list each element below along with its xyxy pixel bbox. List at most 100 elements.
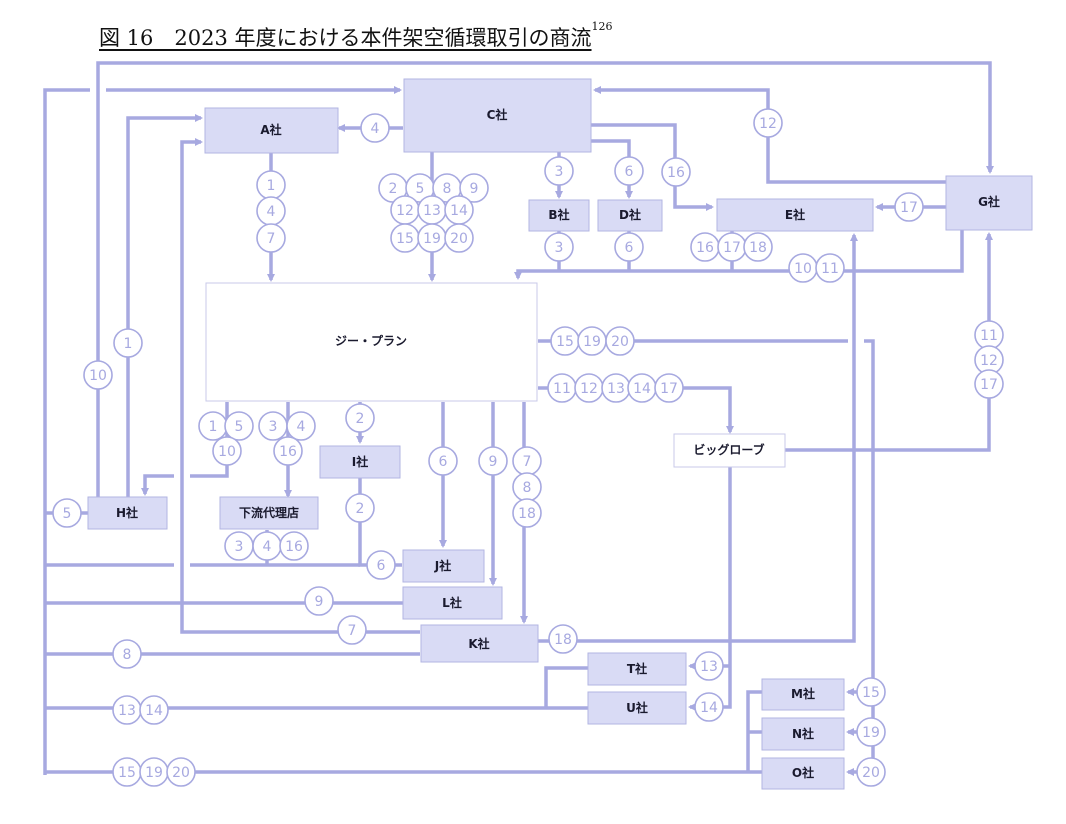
node-c[interactable]: C社 bbox=[403, 78, 592, 153]
circle-shape bbox=[444, 223, 474, 253]
node-m[interactable]: M社 bbox=[761, 678, 845, 711]
node-b-label: B社 bbox=[548, 207, 569, 222]
line-left-trunk-to-c bbox=[43, 90, 400, 775]
circle-number: 15 bbox=[118, 765, 136, 781]
transaction-circle-c-gp-bg-13: 13 bbox=[601, 373, 631, 403]
circle-number: 4 bbox=[267, 204, 276, 220]
circle-number: 17 bbox=[980, 377, 998, 393]
transaction-circle-c-gp-bg-12: 12 bbox=[574, 373, 604, 403]
line-to-gp-right bbox=[514, 230, 964, 280]
node-j[interactable]: J社 bbox=[402, 549, 485, 583]
node-n[interactable]: N社 bbox=[761, 717, 845, 751]
transaction-circle-c-e-18: 18 bbox=[743, 232, 773, 262]
node-d[interactable]: D社 bbox=[597, 199, 663, 232]
node-o-label: O社 bbox=[792, 765, 814, 780]
circle-number: 1 bbox=[209, 419, 218, 435]
circle-number: 15 bbox=[556, 334, 574, 350]
circle-number: 6 bbox=[377, 558, 386, 574]
circle-number: 15 bbox=[862, 685, 880, 701]
node-u[interactable]: U社 bbox=[587, 691, 687, 725]
line-c-to-e bbox=[590, 123, 714, 211]
circle-shape bbox=[337, 615, 367, 645]
node-biglobe-label: ビッグローブ bbox=[693, 442, 764, 457]
node-e[interactable]: E社 bbox=[716, 198, 874, 232]
node-o[interactable]: O社 bbox=[761, 757, 845, 790]
node-u-label: U社 bbox=[626, 700, 648, 715]
circle-number: 10 bbox=[89, 368, 107, 384]
circle-number: 4 bbox=[263, 539, 272, 555]
line-k-to-a bbox=[180, 138, 420, 634]
transaction-circle-c-bg-g-11: 11 bbox=[974, 320, 1004, 350]
transaction-circle-c-b-gp: 3 bbox=[544, 232, 574, 262]
circle-number: 7 bbox=[523, 454, 532, 470]
circle-shape bbox=[212, 436, 242, 466]
figure-title-text: 図 16 2023 年度における本件架空循環取引の商流 bbox=[99, 26, 592, 50]
node-g[interactable]: G社 bbox=[945, 175, 1033, 231]
circle-number: 8 bbox=[523, 480, 532, 496]
transaction-circle-c-h-c: 10 bbox=[83, 360, 113, 390]
node-a[interactable]: A社 bbox=[204, 107, 339, 154]
transaction-circle-c-c-gp-15: 15 bbox=[390, 223, 420, 253]
node-gplan-label: ジー・プラン bbox=[335, 333, 407, 348]
transaction-circle-c-da-3: 3 bbox=[224, 531, 254, 561]
transaction-circle-c-bg-u: 14 bbox=[694, 692, 724, 722]
circle-number: 11 bbox=[980, 328, 998, 344]
transaction-circle-c-gp-r-15: 15 bbox=[550, 326, 580, 356]
circle-number: 18 bbox=[749, 240, 767, 256]
circle-shape bbox=[286, 411, 316, 441]
line-k-to-e bbox=[538, 233, 858, 643]
circle-shape bbox=[366, 550, 396, 580]
circle-number: 13 bbox=[607, 381, 625, 397]
transaction-circle-c-g-gp-11: 11 bbox=[815, 253, 845, 283]
circle-number: 18 bbox=[518, 506, 536, 522]
circle-number: 14 bbox=[145, 703, 163, 719]
circle-number: 20 bbox=[611, 334, 629, 350]
circle-number: 14 bbox=[700, 700, 718, 716]
transaction-circle-c-gp-da-4: 4 bbox=[286, 411, 316, 441]
circle-number: 8 bbox=[443, 181, 452, 197]
node-gplan[interactable]: ジー・プラン bbox=[205, 282, 538, 402]
node-biglobe[interactable]: ビッグローブ bbox=[673, 433, 786, 468]
circle-shape bbox=[544, 156, 574, 186]
transaction-circle-c-gp-da-16: 16 bbox=[273, 436, 303, 466]
circle-shape bbox=[256, 223, 286, 253]
node-h[interactable]: H社 bbox=[87, 496, 168, 530]
circle-number: 9 bbox=[470, 181, 479, 197]
node-l-label: L社 bbox=[442, 595, 462, 610]
transaction-circle-c-gp-h-5: 5 bbox=[224, 411, 254, 441]
transaction-circle-c-c-gp-19: 19 bbox=[417, 223, 447, 253]
circle-shape bbox=[273, 436, 303, 466]
node-k[interactable]: K社 bbox=[420, 624, 539, 663]
transaction-circle-c-h-a: 1 bbox=[113, 328, 143, 358]
circle-shape bbox=[974, 369, 1004, 399]
circle-shape bbox=[548, 624, 578, 654]
node-i-label: I社 bbox=[352, 454, 368, 469]
transaction-circle-c-gp-h-10: 10 bbox=[212, 436, 242, 466]
transaction-circle-c-a-gp-4: 4 bbox=[256, 196, 286, 226]
node-i[interactable]: I社 bbox=[319, 445, 401, 479]
circle-number: 4 bbox=[297, 419, 306, 435]
circle-number: 8 bbox=[123, 647, 132, 663]
circle-shape bbox=[112, 639, 142, 669]
circle-number: 6 bbox=[625, 240, 634, 256]
circle-number: 9 bbox=[315, 594, 324, 610]
circle-number: 19 bbox=[145, 765, 163, 781]
circle-shape bbox=[478, 446, 508, 476]
circle-number: 15 bbox=[396, 231, 414, 247]
circle-number: 20 bbox=[172, 765, 190, 781]
transaction-circle-c-bg-g-17: 17 bbox=[974, 369, 1004, 399]
node-b[interactable]: B社 bbox=[528, 199, 590, 232]
circle-number: 16 bbox=[667, 165, 685, 181]
node-t[interactable]: T社 bbox=[587, 652, 687, 686]
circle-shape bbox=[614, 156, 644, 186]
circle-number: 7 bbox=[267, 231, 276, 247]
node-a-label: A社 bbox=[260, 122, 281, 137]
node-l[interactable]: L社 bbox=[402, 586, 503, 620]
node-downstream-agency[interactable]: 下流代理店 bbox=[219, 496, 319, 530]
node-n-label: N社 bbox=[792, 726, 814, 741]
circle-number: 19 bbox=[423, 231, 441, 247]
node-k-label: K社 bbox=[468, 636, 489, 651]
transaction-circle-c-gp-l: 9 bbox=[478, 446, 508, 476]
transaction-circle-c-c-d: 6 bbox=[614, 156, 644, 186]
circle-number: 19 bbox=[583, 334, 601, 350]
